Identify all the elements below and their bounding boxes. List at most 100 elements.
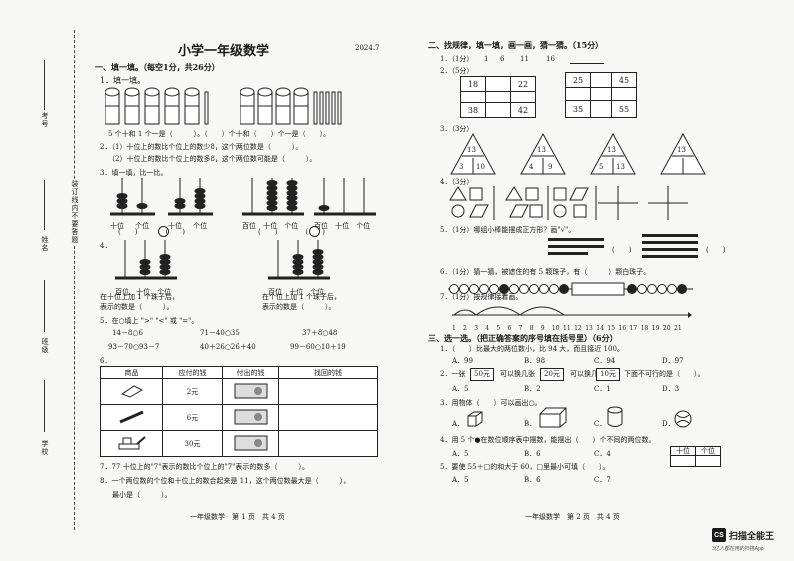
page1-title: 小学一年级数学 (178, 44, 270, 59)
grid-a-cell: 18 (460, 76, 486, 92)
s3-q2-opt-a[interactable]: A．5 (452, 385, 469, 393)
binding-margin: 装订线内不要答题 考号 姓名 班级 学校 (0, 0, 80, 561)
abacus-4-tens: 十位 (335, 222, 350, 230)
abacus-3-hundreds: 百位 (242, 222, 256, 230)
number-line-tick-label: 2 (463, 325, 467, 332)
number-line-tick-label: 11 (563, 325, 571, 332)
s3-q4-opt-c[interactable]: C．4 (594, 450, 611, 458)
sticks-b-blank[interactable]: ( ) (706, 246, 726, 254)
grid-a-cell[interactable] (485, 76, 511, 92)
abacus-4-drawing (313, 178, 377, 216)
grid-a-cell: 22 (510, 76, 536, 92)
triangles-drawing (450, 132, 706, 175)
goods-table-header: 商品 应付的钱 付出的钱 找回的钱 (100, 366, 378, 379)
cuboid-icon (538, 406, 568, 432)
s3-q3-opt-a[interactable]: A． (452, 420, 465, 428)
number-line-tick-label: 20 (663, 325, 671, 332)
abacus-6-drawing (267, 240, 331, 280)
tri-1-right: 10 (476, 163, 485, 171)
s3-q3-opt-d[interactable]: D． (662, 420, 675, 428)
number-line-tick-label: 6 (508, 325, 512, 332)
s3-q2-opt-c[interactable]: C．1 (594, 385, 611, 393)
tri-1-top: 13 (467, 146, 476, 154)
pv-ones-cell[interactable] (695, 455, 721, 467)
grid-b-cell[interactable] (590, 72, 612, 88)
s3-q3-opt-c[interactable]: C． (594, 420, 607, 428)
q5-item-6: 99－60○10＋19 (290, 343, 346, 351)
s3-q4-opt-b[interactable]: B．6 (524, 450, 541, 458)
grid-a-cell[interactable] (485, 102, 511, 118)
s2-q3-label: 3．（3分） (440, 125, 474, 133)
change-answer-cell[interactable] (278, 378, 378, 405)
page1-date: 2024.7 (355, 44, 380, 52)
s3-q5-opt-c[interactable]: C．7 (594, 476, 611, 484)
abacus-2-drawing (167, 178, 214, 216)
s3-q1-opt-a[interactable]: A．99 (452, 357, 473, 365)
abacus-2-ones: 个位 (193, 222, 208, 230)
section1-heading: 一、填一填。（每空1分，共26分） (95, 62, 220, 72)
grid-b-cell[interactable] (565, 87, 591, 101)
scanner-app-name: 扫描全能王 (729, 531, 775, 541)
label-school: 学校 (41, 440, 49, 456)
tri-2-left: 4 (529, 163, 534, 171)
grid-b-cell[interactable] (590, 100, 612, 118)
abacus-6-labels: 百位 十位 个位 (268, 279, 330, 298)
change-answer-cell[interactable] (278, 430, 378, 457)
s3-q1-opt-d[interactable]: D．97 (662, 357, 684, 365)
note-20: 20元 (540, 368, 564, 381)
abacus-1 (109, 176, 156, 224)
s3-q1: 1．（ ）比最大的两位数小，比 94 大，而且接近 100。 (440, 345, 624, 353)
grid-b-cell: 25 (565, 72, 591, 88)
table-row: 30元 (100, 430, 378, 457)
s3-q1-opt-c[interactable]: C．94 (594, 357, 616, 365)
tri-2-right: 9 (548, 163, 553, 171)
s3-q5-opt-a[interactable]: A．5 (452, 476, 469, 484)
tri-3-left: 5 (599, 163, 604, 171)
pv-tens-cell[interactable] (670, 455, 696, 467)
compare-circle-2[interactable] (309, 226, 320, 237)
tri-3-top: 13 (607, 146, 616, 154)
abacus-4-labels: 百位 十位 个位 (314, 213, 376, 232)
number-line (452, 303, 692, 319)
stick-bundles-illustration (104, 87, 209, 125)
s3-q2-opt-d[interactable]: D．3 (662, 385, 680, 393)
s2-q4-label: 4．（3分） (440, 178, 474, 186)
price-cell: 30元 (162, 430, 223, 457)
abacus-1-tens: 十位 (110, 222, 124, 230)
number-line-tick-label: 18 (641, 325, 649, 332)
sticks-a-blank[interactable]: ( ) (612, 246, 632, 254)
seq-answer-line[interactable] (570, 63, 604, 64)
sticks-option-a (548, 236, 608, 262)
q2-part1: 2．（1）十位上的数比个位上的数少8，这个两位数是（ ）。 (100, 143, 303, 151)
seq-4: 16 (546, 55, 555, 63)
section2-heading: 二、找规律，填一填，画一画，猜一猜。（15分） (428, 40, 604, 50)
s3-q4-opt-a[interactable]: A．5 (452, 450, 469, 458)
abacus-1-labels: 十位 个位 (110, 213, 155, 232)
label-id: 考号 (41, 112, 49, 128)
page2-footer: 一年级数学 第 2 页 共 4 页 (525, 513, 620, 521)
q4-right-line1: 在个位上加 1 个珠子后， (262, 293, 341, 301)
header-price: 应付的钱 (162, 366, 223, 379)
number-line-tick-label: 21 (674, 325, 682, 332)
stick-bundles-group (104, 86, 215, 126)
s3-q1-opt-b[interactable]: B．98 (524, 357, 546, 365)
banknote-icon (222, 404, 279, 431)
class-line (44, 280, 45, 332)
section3-heading: 三、选一选。（把正确答案的序号填在括号里）（6分） (428, 333, 618, 343)
q8-text-b: 最小是（ ）。 (112, 491, 172, 499)
compare-circle-1[interactable] (158, 226, 169, 237)
grid-b-cell[interactable] (611, 87, 637, 101)
change-answer-cell[interactable] (278, 404, 378, 431)
q4-left-line2: 表示的数是（ ）。 (100, 303, 174, 311)
abacus-5-drawing (114, 240, 178, 280)
s3-q2-opt-b[interactable]: B．2 (524, 385, 541, 393)
s3-q3-opt-b[interactable]: B． (524, 420, 537, 428)
abacus-2-tens: 十位 (168, 222, 182, 230)
grid-b-cell[interactable] (590, 87, 612, 101)
price-cell: 6元 (162, 404, 223, 431)
goods-table: 商品 应付的钱 付出的钱 找回的钱 2元 6元 30元 (100, 366, 378, 457)
beads-string (448, 281, 693, 296)
s3-q5-opt-b[interactable]: B．6 (524, 476, 541, 484)
s3-q2-mid2: 下面不可行的是（ ）。 (624, 370, 705, 378)
